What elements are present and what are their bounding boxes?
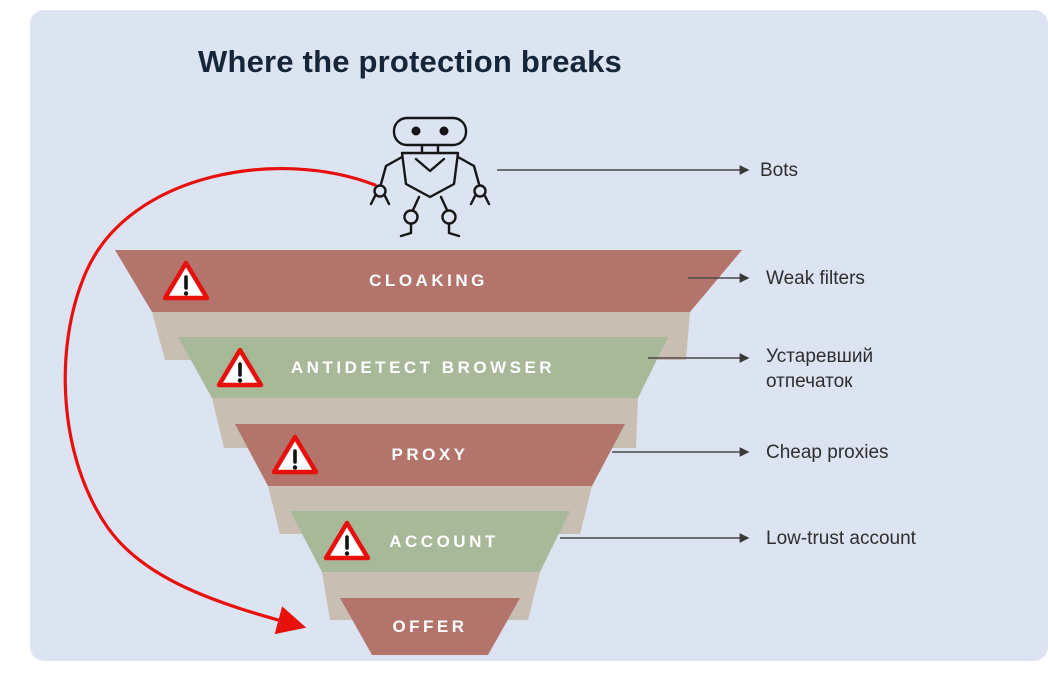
funnel-layer-label-account: ACCOUNT xyxy=(389,532,499,551)
annotation-label-cheap-proxies: Cheap proxies xyxy=(766,442,889,463)
funnel-layer-label-proxy: PROXY xyxy=(391,445,469,464)
annotation-label-bots: Bots xyxy=(760,160,799,181)
funnel-layer-proxy xyxy=(235,424,625,486)
bypass-arrow xyxy=(63,166,377,635)
diagram-title: Where the protection breaks xyxy=(198,44,622,79)
funnel-layer-cloaking xyxy=(115,250,742,312)
funnel-layer-offer xyxy=(340,598,520,655)
funnel-layer-antidetect-browser xyxy=(178,337,668,398)
annotation-label-low-trust: Low-trust account xyxy=(766,528,916,549)
funnel-layer-label-antidetect-browser: ANTIDETECT BROWSER xyxy=(290,358,556,377)
annotation-label-weak-filters: Weak filters xyxy=(766,268,865,289)
funnel-layer-label-offer: OFFER xyxy=(392,617,468,636)
robot-icon xyxy=(369,116,491,238)
funnel-layer-label-cloaking: CLOAKING xyxy=(369,271,488,290)
annotation-label-fingerprint: Устаревший отпечаток xyxy=(766,346,874,392)
